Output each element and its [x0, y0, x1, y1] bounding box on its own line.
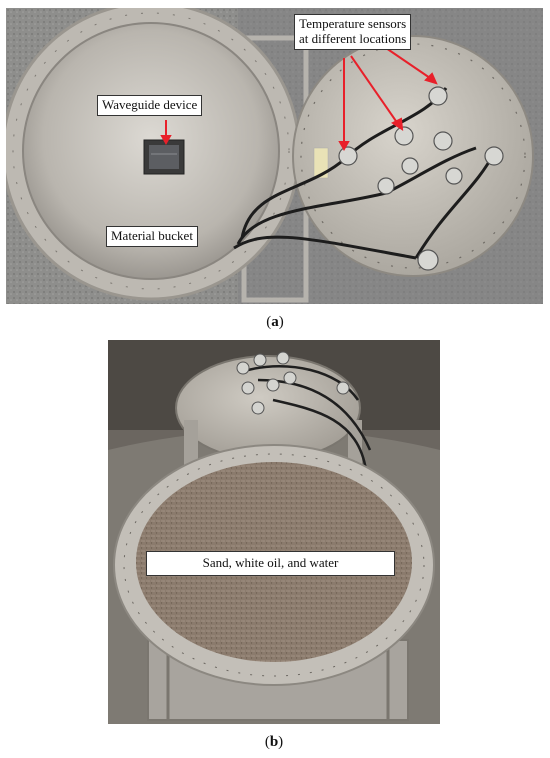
label-material-bucket: Material bucket	[106, 226, 198, 247]
label-sensors-line2: at different locations	[299, 30, 407, 46]
label-sensors-line1: Temperature sensors	[299, 16, 407, 31]
label-waveguide-device: Waveguide device	[97, 95, 203, 116]
photo-b-illustration	[108, 340, 440, 724]
caption-a: (a)	[266, 314, 284, 330]
label-contents: Sand, white oil, and water	[146, 551, 395, 576]
waveguide-device	[143, 139, 185, 175]
photo-a-illustration	[6, 8, 543, 304]
caption-b: (b)	[264, 734, 284, 750]
label-temperature-sensors: Temperature sensors at different locatio…	[294, 14, 412, 50]
annotation-arrows	[160, 47, 438, 152]
bucket-lid-upright	[175, 355, 362, 470]
photo-panel-b: Sand, white oil, and water	[108, 340, 440, 724]
temperature-sensors	[338, 86, 504, 271]
bucket-lid	[292, 35, 534, 277]
temperature-sensors	[236, 351, 350, 415]
photo-panel-a: Waveguide device Material bucket Tempera…	[6, 8, 543, 304]
